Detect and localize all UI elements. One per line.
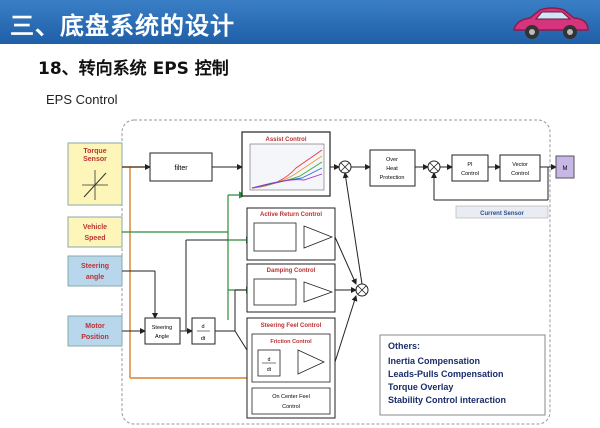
slide-title: 三、底盘系统的设计 (10, 12, 235, 40)
motor-block: M (555, 155, 575, 179)
slide-subtitle: 18、转向系统 EPS 控制 (38, 59, 229, 79)
vector-label-2: Control (511, 171, 529, 177)
torque-label-1: Torque (83, 148, 106, 155)
on-center-label-2: Control (282, 404, 300, 410)
over-heat-label-3: Protection (380, 175, 405, 181)
filter-label: filter (174, 165, 188, 172)
summing-node-lower (355, 283, 369, 297)
steering-block-label-1: Steering (152, 325, 173, 331)
vector-label-1: Vector (512, 162, 528, 168)
friction-ddt-top: d (268, 357, 271, 363)
ddt-bottom: dt (201, 336, 206, 342)
assist-curves (251, 149, 323, 189)
active-return-label: Active Return Control (260, 212, 322, 218)
motor-label: M (563, 166, 568, 172)
friction-label: Friction Control (270, 339, 312, 345)
assist-control-block: Assist Control (241, 131, 331, 197)
assist-control-label: Assist Control (265, 137, 306, 143)
friction-ddt-bottom: dt (267, 367, 272, 373)
others-title: Others: (388, 341, 420, 351)
active-return-control-block: Active Return Control (246, 207, 336, 261)
ddt-top: d (201, 324, 204, 330)
eps-control-label: EPS Control (46, 92, 118, 107)
filter-block: filter (149, 152, 213, 182)
derivative-block: d dt (191, 317, 216, 345)
angle-label-2: angle (86, 274, 104, 281)
damping-gain-icon (303, 281, 334, 303)
angle-label-1: Steering (81, 263, 109, 270)
summing-node-current (427, 160, 441, 174)
summing-node-top (338, 160, 352, 174)
others-item: Inertia Compensation (388, 356, 480, 366)
torque-label-2: Sensor (83, 156, 107, 163)
pi-control-block: PI Control (451, 154, 489, 182)
others-item: Torque Overlay (388, 382, 453, 392)
damping-control-block: Damping Control (246, 263, 336, 313)
others-item: Leads-Pulls Compensation (388, 369, 504, 379)
steering-block-label-2: Angle (155, 334, 169, 340)
car-logo-icon (513, 7, 589, 39)
pi-label-2: Control (461, 171, 479, 177)
others-box: Others: Inertia Compensation Leads-Pulls… (379, 334, 546, 416)
pi-label-1: PI (467, 162, 473, 168)
speed-label-1: Vehicle (83, 224, 107, 231)
steering-angle-input: Steering angle (67, 255, 123, 287)
motor-position-input: Motor Position (67, 315, 123, 347)
over-heat-label-2: Heat (386, 166, 398, 172)
current-sensor-label: Current Sensor (480, 211, 524, 217)
active-return-gain-icon (303, 225, 334, 249)
feedback-lines (330, 164, 557, 363)
motor-pos-label-2: Position (81, 334, 109, 341)
vehicle-speed-input: Vehicle Speed (67, 216, 123, 248)
over-heat-label-1: Over (386, 157, 398, 163)
over-heat-protection-block: Over Heat Protection (369, 149, 416, 187)
diagram-frame (121, 119, 551, 425)
steering-feel-label: Steering Feel Control (261, 323, 322, 329)
damping-label: Damping Control (267, 268, 316, 274)
vector-control-block: Vector Control (499, 154, 541, 182)
current-sensor-block: Current Sensor (455, 205, 549, 219)
steering-angle-block: Steering Angle (144, 317, 181, 345)
speed-label-2: Speed (84, 235, 105, 242)
steering-feel-control-block: Steering Feel Control Friction Control d… (246, 317, 336, 419)
speed-signal-lines (122, 191, 254, 320)
torque-sensor-input: Torque Sensor (67, 142, 123, 206)
on-center-label-1: On Center Feel (272, 394, 310, 400)
header-bar: 三、底盘系统的设计 (0, 0, 600, 44)
motor-pos-label-1: Motor (85, 323, 105, 330)
angle-signal-lines (122, 239, 253, 359)
friction-gain-icon (297, 349, 325, 375)
others-item: Stability Control interaction (388, 395, 506, 405)
